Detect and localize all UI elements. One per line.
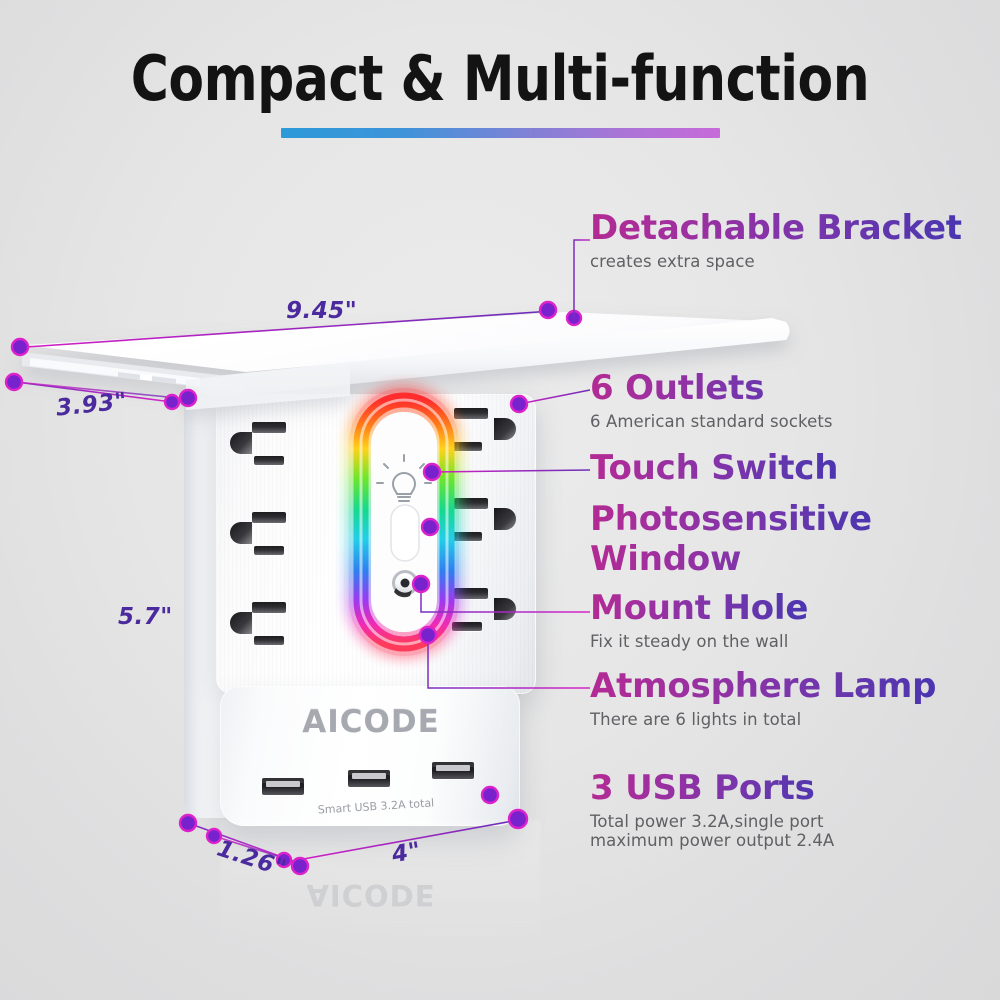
outlet-slot [452,532,482,541]
callout-title-line2: Window [590,539,872,579]
callout-subtitle-line1: Total power 3.2A,single port [590,812,824,831]
outlet-slot [254,546,284,555]
outlet-slot [454,498,488,509]
callout-subtitle-line2: maximum power output 2.4A [590,831,835,850]
callout-title: Mount Hole [590,588,809,628]
callout-subtitle: creates extra space [590,252,755,271]
reflection-brand-logo: AICODE [306,878,436,912]
dimension-label-height-side: 5.7" [118,604,173,630]
outlet-slot [452,442,482,451]
title-underline-bar [281,128,720,138]
outlet-slot [454,588,488,599]
outlet-slot [452,622,482,631]
outlet-ground-pin [494,598,516,620]
outlet-slot [252,422,286,433]
outlet-faceplate [216,394,536,694]
outlet-ground-pin [494,418,516,440]
product-lower-body [220,686,520,826]
usb-port [432,762,474,779]
callout-title: Atmosphere Lamp [590,666,937,706]
callout-title: Touch Switch [590,448,839,488]
callout-six-outlets: 6 Outlets 6 American standard sockets [590,368,833,432]
callout-title: 6 Outlets [590,368,833,408]
outlet-slot [454,408,488,419]
callout-touch-switch: Touch Switch [590,448,838,488]
callout-title: Detachable Bracket [590,208,962,248]
outlet-ground-pin [230,432,252,454]
usb-port [348,770,390,787]
dimension-label-width-top: 9.45" [286,298,358,324]
callout-photosensitive-window: Photosensitive Window [590,499,872,579]
outlet-slot [252,602,286,613]
callout-atmosphere-lamp: Atmosphere Lamp There are 6 lights in to… [590,666,936,730]
dimension-label-width-body: 4" [389,837,424,869]
outlet-slot [254,456,284,465]
callout-mount-hole: Mount Hole Fix it steady on the wall [590,588,808,652]
callout-detachable-bracket: Detachable Bracket creates extra space [590,208,962,272]
brand-logo: AICODE [302,704,440,740]
usb-port [262,778,304,795]
outlet-ground-pin [230,522,252,544]
dimension-label-depth-top: 3.93" [54,388,129,422]
callout-subtitle: Fix it steady on the wall [590,632,789,651]
outlet-ground-pin [230,612,252,634]
outlet-slot [252,512,286,523]
outlet-ground-pin [494,508,516,530]
outlet-slot [254,636,284,645]
callout-title-line1: Photosensitive [590,499,872,539]
callout-usb-ports: 3 USB Ports Total power 3.2A,single port… [590,768,834,851]
page-title: Compact & Multi-function [130,42,870,115]
product-illustration: AICODE Smart USB 3.2A total AICODE [176,300,596,970]
callout-title: 3 USB Ports [590,768,834,808]
callout-subtitle: 6 American standard sockets [590,412,833,431]
callout-subtitle: There are 6 lights in total [590,710,802,729]
